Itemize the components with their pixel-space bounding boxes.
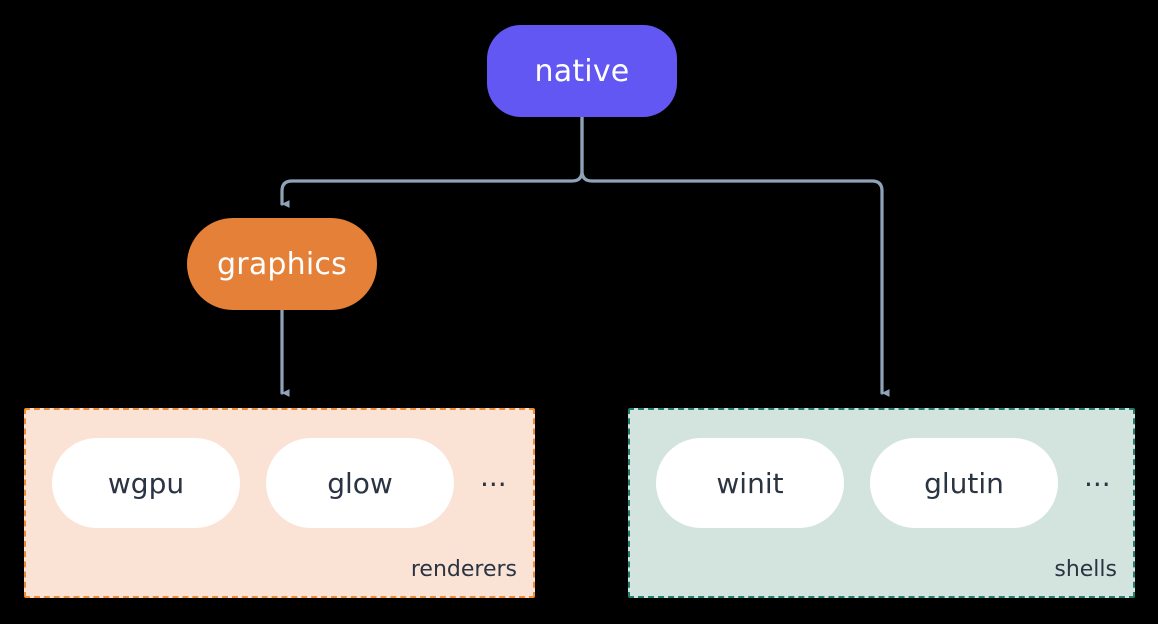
edge-native-to-graphics bbox=[280, 115, 584, 208]
item-glutin-label: glutin bbox=[924, 466, 1004, 500]
group-renderers-label: renderers bbox=[410, 557, 517, 582]
item-wgpu[interactable]: wgpu bbox=[52, 438, 240, 528]
group-shells-items: winit glutin ... bbox=[656, 438, 1111, 528]
group-shells-label: shells bbox=[1054, 557, 1117, 582]
node-graphics-label: graphics bbox=[217, 246, 347, 282]
node-graphics[interactable]: graphics bbox=[187, 218, 377, 310]
node-native[interactable]: native bbox=[487, 25, 677, 117]
group-renderers-overflow-ellipsis: ... bbox=[480, 460, 507, 493]
item-glutin[interactable]: glutin bbox=[870, 438, 1058, 528]
item-winit-label: winit bbox=[716, 466, 784, 500]
item-glow-label: glow bbox=[327, 466, 393, 500]
item-glow[interactable]: glow bbox=[266, 438, 454, 528]
item-wgpu-label: wgpu bbox=[107, 466, 185, 500]
item-winit[interactable]: winit bbox=[656, 438, 844, 528]
group-shells-overflow-ellipsis: ... bbox=[1084, 460, 1111, 493]
group-shells[interactable]: winit glutin ... shells bbox=[628, 408, 1135, 598]
node-native-label: native bbox=[534, 53, 630, 89]
edge-native-to-shells bbox=[580, 115, 890, 397]
group-renderers[interactable]: wgpu glow ... renderers bbox=[24, 408, 535, 598]
group-renderers-items: wgpu glow ... bbox=[52, 438, 507, 528]
